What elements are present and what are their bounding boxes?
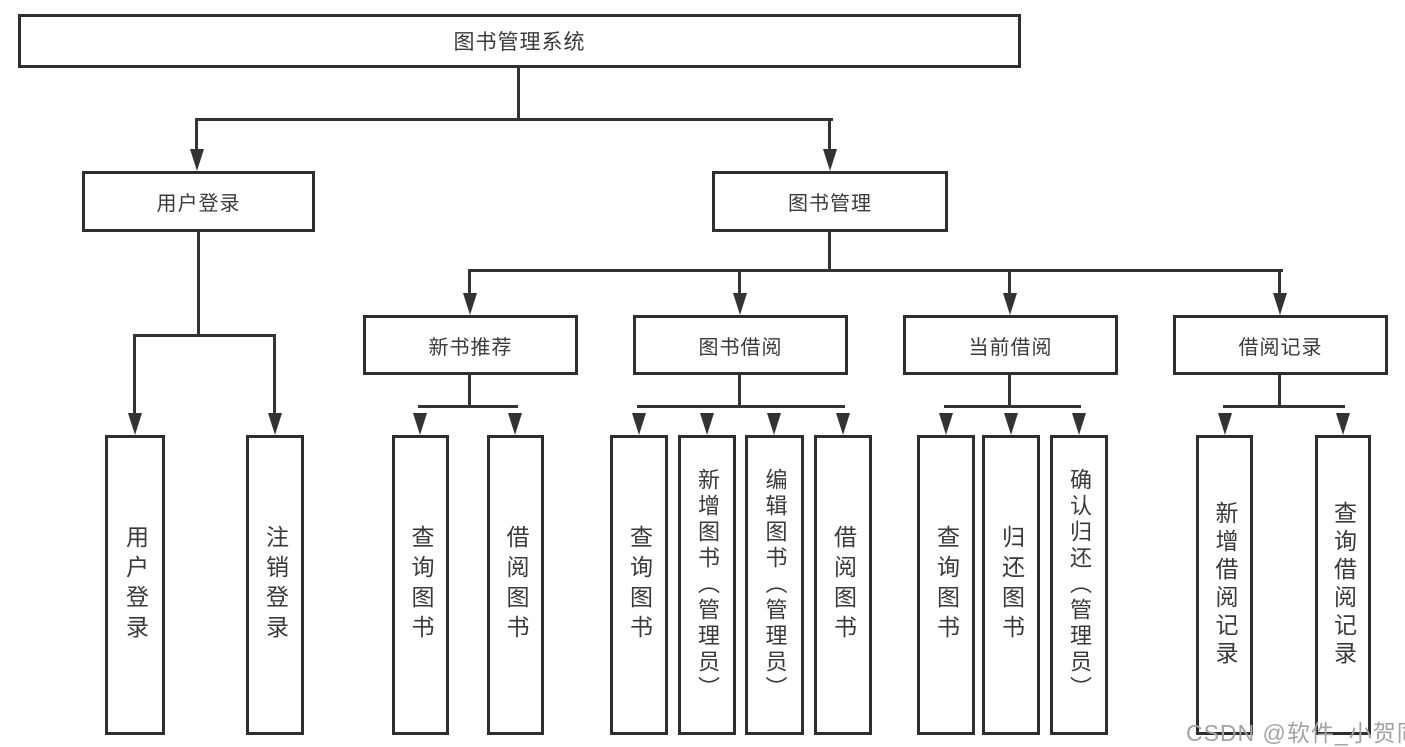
node-user-login: 用户登录 (82, 171, 315, 232)
node-label: 新书推荐 (428, 336, 513, 359)
connector-drop-vline (273, 336, 276, 414)
connector-group-vline (738, 375, 741, 407)
arrowhead-down-icon (767, 413, 781, 435)
arrowhead-down-icon (508, 413, 522, 435)
leaf-label: 编辑图书（管理员） (762, 468, 788, 702)
leaf-logout: 注销登录 (246, 435, 304, 735)
leaf-query-books: 查询图书 (610, 435, 668, 735)
leaf-query-borrow-record: 查询借阅记录 (1315, 435, 1371, 735)
node-label: 借阅记录 (1238, 336, 1323, 359)
connector-drop-vline (133, 336, 136, 414)
connector-login-vline (197, 232, 200, 336)
node-label: 图书借阅 (698, 336, 783, 359)
arrowhead-down-icon (733, 293, 747, 315)
arrowhead-down-icon (1004, 413, 1018, 435)
leaf-edit-books-admin: 编辑图书（管理员） (745, 435, 804, 735)
arrowhead-down-icon (1273, 293, 1287, 315)
arrowhead-down-icon (1336, 413, 1350, 435)
arrowhead-down-icon (190, 149, 204, 171)
arrowhead-down-icon (128, 413, 142, 435)
connector-group-hline (944, 405, 1081, 408)
leaf-label: 查询借阅记录 (1330, 501, 1357, 669)
arrowhead-down-icon (836, 413, 850, 435)
arrowhead-down-icon (1003, 293, 1017, 315)
node-book-manage: 图书管理 (712, 171, 948, 232)
connector-group-vline (1008, 375, 1011, 407)
arrowhead-down-icon (700, 413, 714, 435)
arrowhead-down-icon (632, 413, 646, 435)
node-label: 图书管理 (788, 193, 872, 215)
connector-manage-hline (468, 269, 1283, 272)
connector-group-vline (1278, 375, 1281, 407)
node-label: 图书管理系统 (453, 31, 586, 54)
arrowhead-down-icon (1218, 413, 1232, 435)
csdn-watermark: CSDN @软件_小贺同学 (1186, 720, 1405, 746)
leaf-label: 查询图书 (408, 525, 434, 645)
connector-group-hline (418, 405, 518, 408)
leaf-label: 借阅图书 (503, 525, 529, 645)
leaf-return-books: 归还图书 (982, 435, 1040, 735)
connector-drop-vline (1008, 271, 1011, 294)
arrowhead-down-icon (413, 413, 427, 435)
connector-root-vline (517, 68, 520, 120)
node-book-borrow: 图书借阅 (633, 315, 848, 375)
leaf-label: 查询图书 (626, 525, 653, 645)
node-library-system: 图书管理系统 (18, 14, 1021, 68)
leaf-borrow-books: 借阅图书 (814, 435, 872, 735)
leaf-add-books-admin: 新增图书（管理员） (678, 435, 736, 735)
connector-drop-vline (468, 271, 471, 294)
connector-group-hline (1223, 405, 1345, 408)
node-new-book-recommend: 新书推荐 (363, 315, 578, 375)
leaf-label: 新增借阅记录 (1212, 501, 1238, 669)
node-label: 当前借阅 (968, 336, 1053, 359)
arrowhead-down-icon (1072, 413, 1086, 435)
leaf-user-login: 用户登录 (105, 435, 165, 735)
connector-group-hline (637, 405, 845, 408)
connector-drop-vline (195, 118, 198, 150)
arrowhead-down-icon (268, 413, 282, 435)
leaf-query-books: 查询图书 (392, 435, 449, 735)
connector-root-hline (196, 118, 833, 121)
connector-login-hline (133, 334, 276, 337)
leaf-query-books: 查询图书 (917, 435, 975, 735)
leaf-confirm-return-admin: 确认归还（管理员） (1050, 435, 1108, 735)
leaf-label: 借阅图书 (830, 525, 857, 645)
connector-drop-vline (828, 118, 831, 150)
node-borrow-records: 借阅记录 (1173, 315, 1388, 375)
leaf-label: 用户登录 (122, 525, 149, 645)
leaf-label: 归还图书 (998, 525, 1025, 645)
leaf-label: 确认归还（管理员） (1067, 468, 1092, 702)
leaf-label: 新增图书（管理员） (695, 468, 720, 702)
leaf-label: 查询图书 (933, 525, 960, 645)
connector-drop-vline (1278, 271, 1281, 294)
connector-manage-vline (828, 232, 831, 271)
node-current-borrow: 当前借阅 (903, 315, 1118, 375)
connector-group-vline (468, 375, 471, 407)
leaf-label: 注销登录 (262, 525, 289, 645)
leaf-add-borrow-record: 新增借阅记录 (1196, 435, 1253, 735)
leaf-borrow-books: 借阅图书 (487, 435, 544, 735)
connector-drop-vline (738, 271, 741, 294)
node-label: 用户登录 (156, 193, 241, 215)
arrowhead-down-icon (939, 413, 953, 435)
arrowhead-down-icon (823, 149, 837, 171)
arrowhead-down-icon (463, 293, 477, 315)
